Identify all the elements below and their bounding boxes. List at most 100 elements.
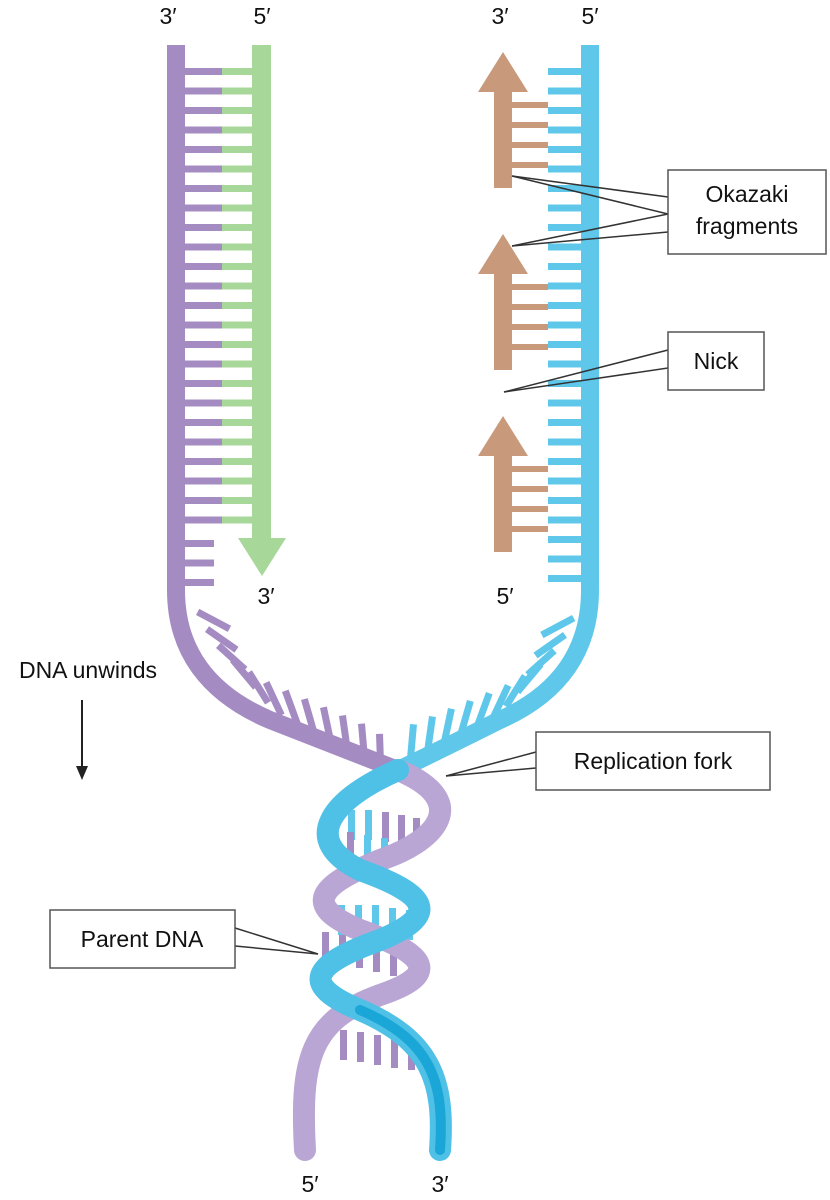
parent-dna-label: Parent DNA <box>81 926 204 952</box>
helix-base <box>340 1030 347 1060</box>
blue-fork-base <box>473 692 493 729</box>
blue-base <box>548 302 582 309</box>
purple-base <box>184 477 222 485</box>
blue-base <box>548 536 582 543</box>
replication-fork-label: Replication fork <box>574 748 733 774</box>
green-base <box>222 302 254 309</box>
green-base <box>222 107 254 114</box>
blue-base <box>548 497 582 504</box>
blue-base <box>548 399 582 407</box>
bottom-5prime-label: 5′ <box>301 1171 318 1197</box>
nick-callout-box <box>667 331 765 391</box>
helix-purple-strand <box>292 759 451 1161</box>
green-base <box>222 243 254 251</box>
purple-template-strand <box>167 45 402 779</box>
green-base <box>222 380 254 387</box>
purple-base <box>184 224 222 231</box>
purple-base <box>184 204 222 212</box>
left-base-pairs <box>184 68 385 770</box>
purple-fork-base <box>282 689 301 726</box>
lagging-end-5prime-label: 5′ <box>496 583 513 609</box>
blue-base <box>548 126 582 134</box>
purple-fork-base <box>246 670 272 705</box>
green-base <box>222 399 254 407</box>
replication-fork-callout-box <box>535 731 771 791</box>
okazaki-fragment-1 <box>478 52 548 188</box>
purple-base <box>184 438 222 446</box>
purple-base <box>184 399 222 407</box>
green-base <box>222 477 254 485</box>
purple-base <box>184 540 214 547</box>
purple-base <box>184 579 214 586</box>
helix-base <box>365 810 372 840</box>
green-base <box>222 204 254 212</box>
green-base <box>222 458 254 465</box>
blue-base <box>548 282 582 290</box>
green-base <box>222 419 254 426</box>
okazaki-fragments <box>478 52 548 552</box>
purple-base <box>184 458 222 465</box>
helix-base <box>364 835 371 865</box>
green-base <box>222 438 254 446</box>
okazaki-callout-box <box>667 169 827 255</box>
green-base <box>222 185 254 192</box>
blue-base <box>548 341 582 348</box>
blue-fork-base <box>440 708 455 745</box>
green-base <box>222 87 254 95</box>
purple-base <box>184 243 222 251</box>
parent-dna-callout: Parent DNA <box>49 909 319 969</box>
left-top-3prime-label: 3′ <box>159 3 176 29</box>
blue-fork-base <box>540 615 576 639</box>
replication-fork-callout: Replication fork <box>445 731 771 791</box>
blue-base <box>548 458 582 465</box>
helix-base <box>391 1038 398 1068</box>
arrow-down-icon <box>76 700 88 780</box>
right-top-3prime-label: 3′ <box>491 3 508 29</box>
blue-base <box>548 243 582 251</box>
purple-fork-base <box>300 698 318 735</box>
blue-fork-base <box>457 700 474 737</box>
helix-blue-highlight <box>355 1005 446 1155</box>
okazaki-fragment-2 <box>478 234 548 370</box>
blue-base <box>548 321 582 329</box>
helix-base <box>348 810 355 840</box>
blue-fork-base <box>406 724 417 761</box>
green-base <box>222 360 254 368</box>
blue-base <box>548 263 582 270</box>
purple-base <box>184 302 222 309</box>
blue-base <box>548 419 582 426</box>
okazaki-label-line1: Okazaki <box>705 181 788 207</box>
helix-base <box>357 1032 364 1062</box>
right-base-pairs <box>406 68 582 761</box>
purple-base <box>184 516 222 524</box>
helix-base <box>347 832 354 862</box>
blue-base <box>548 146 582 153</box>
purple-base <box>184 263 222 270</box>
blue-base <box>548 555 582 563</box>
blue-base <box>548 87 582 95</box>
blue-fork-base <box>502 674 528 709</box>
blue-template-strand <box>394 45 599 779</box>
okazaki-label-line2: fragments <box>696 213 798 239</box>
purple-base <box>184 360 222 368</box>
green-base <box>222 68 254 75</box>
blue-base <box>548 165 582 173</box>
helix-base <box>390 946 397 976</box>
helix-base <box>372 905 379 935</box>
nick-callout: Nick <box>503 331 765 393</box>
purple-base <box>184 185 222 192</box>
purple-base <box>184 341 222 348</box>
purple-base <box>184 419 222 426</box>
blue-base <box>548 224 582 231</box>
blue-fork-base <box>533 632 568 659</box>
blue-base <box>548 360 582 368</box>
purple-fork-base <box>263 681 285 717</box>
purple-fork-base <box>320 706 335 744</box>
purple-fork-base <box>205 626 239 653</box>
helix-base <box>322 932 329 962</box>
blue-base <box>548 107 582 114</box>
helix-base <box>374 1035 381 1065</box>
green-base <box>222 165 254 173</box>
